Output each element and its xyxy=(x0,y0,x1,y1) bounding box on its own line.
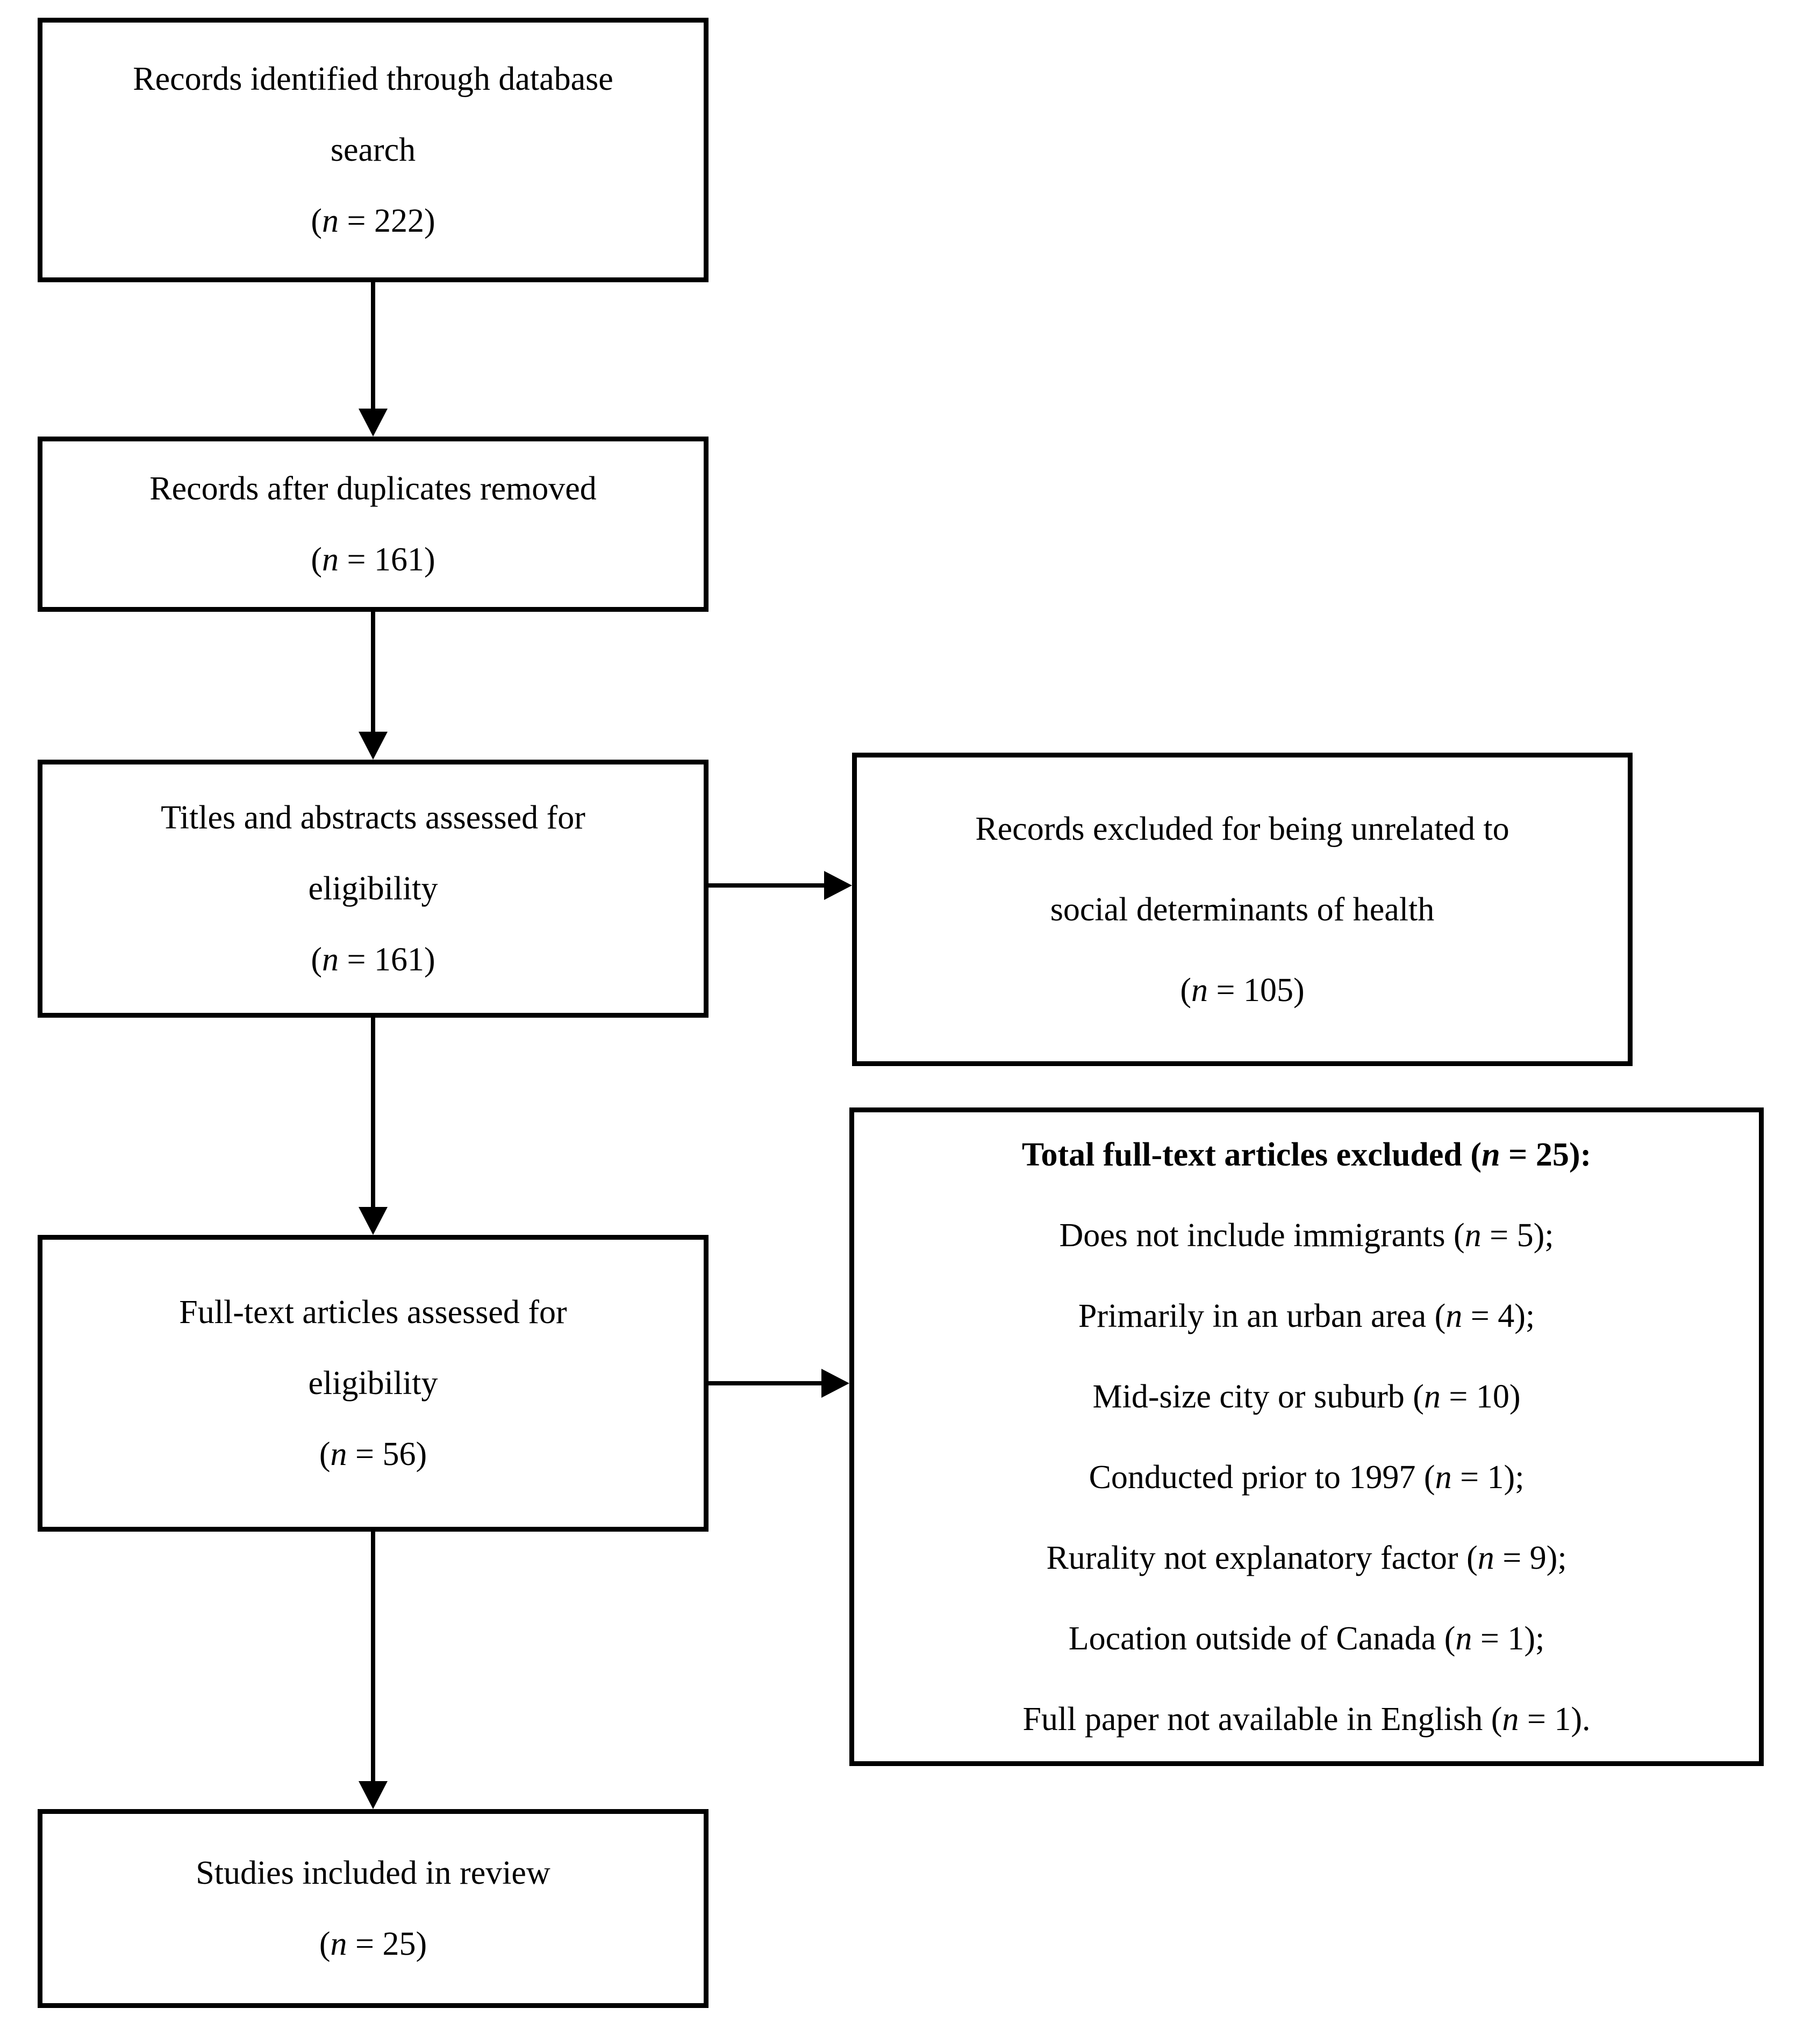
box-full-text-assessed-text: Full-text articles assessed for eligibili… xyxy=(42,1277,704,1490)
full-text-excluded-items: Does not include immigrants (n = 5); Prim… xyxy=(854,1195,1759,1760)
box-records-after-duplicates-text: Records after duplicates removed (n = 161… xyxy=(42,453,704,595)
arrow-shaft xyxy=(371,612,375,734)
text-line: Full paper not available in English (n =… xyxy=(1022,1700,1591,1738)
text-line: Mid-size city or suburb (n = 10) xyxy=(1092,1378,1521,1415)
text-line: Location outside of Canada (n = 1); xyxy=(1068,1620,1545,1657)
text-line: Records after duplicates removed xyxy=(149,470,597,507)
arrow-right-icon xyxy=(824,871,852,900)
text-line: Studies included in review xyxy=(196,1855,550,1891)
text-line: search xyxy=(330,132,416,168)
arrow-down-icon xyxy=(359,732,388,760)
box-studies-included-text: Studies included in review (n = 25) xyxy=(42,1838,704,1979)
box-full-text-assessed: Full-text articles assessed for eligibili… xyxy=(38,1235,709,1532)
arrow-right-icon xyxy=(821,1369,849,1398)
box-records-after-duplicates: Records after duplicates removed (n = 161… xyxy=(38,437,709,612)
box-studies-included: Studies included in review (n = 25) xyxy=(38,1809,709,2008)
text-line: (n = 161) xyxy=(311,941,435,978)
text-line: social determinants of health xyxy=(1050,891,1435,928)
arrow-shaft xyxy=(706,883,826,888)
arrow-down-icon xyxy=(359,1207,388,1235)
text-line: Full-text articles assessed for xyxy=(179,1294,567,1331)
text-line: (n = 56) xyxy=(319,1436,427,1473)
arrow-down-icon xyxy=(359,409,388,437)
text-line: eligibility xyxy=(308,870,438,907)
text-line: (n = 25) xyxy=(319,1926,427,1962)
text-line: Conducted prior to 1997 (n = 1); xyxy=(1089,1459,1525,1496)
text-line: Primarily in an urban area (n = 4); xyxy=(1078,1297,1535,1334)
box-records-excluded: Records excluded for being unrelated to s… xyxy=(852,753,1633,1066)
box-records-identified-text: Records identified through database searc… xyxy=(42,44,704,256)
arrow-shaft xyxy=(371,1018,375,1209)
text-line: Does not include immigrants (n = 5); xyxy=(1059,1217,1554,1254)
text-line: Records excluded for being unrelated to xyxy=(975,810,1509,847)
text-line: eligibility xyxy=(308,1365,438,1402)
text-line: (n = 161) xyxy=(311,541,435,578)
arrow-down-icon xyxy=(359,1781,388,1809)
text-line: Rurality not explanatory factor (n = 9); xyxy=(1046,1539,1567,1576)
box-titles-abstracts-assessed-text: Titles and abstracts assessed for eligibi… xyxy=(42,782,704,995)
full-text-excluded-title: Total full-text articles excluded (n = 2… xyxy=(1021,1136,1592,1173)
text-line: Titles and abstracts assessed for xyxy=(161,799,585,836)
arrow-shaft xyxy=(706,1381,824,1385)
text-line: (n = 222) xyxy=(311,203,435,239)
text-line: Records identified through database xyxy=(133,61,613,97)
box-titles-abstracts-assessed: Titles and abstracts assessed for eligibi… xyxy=(38,760,709,1018)
arrow-shaft xyxy=(371,282,375,411)
arrow-shaft xyxy=(371,1532,375,1783)
box-records-excluded-text: Records excluded for being unrelated to s… xyxy=(857,789,1628,1031)
box-full-text-excluded: Total full-text articles excluded (n = 2… xyxy=(849,1107,1764,1766)
text-line: (n = 105) xyxy=(1180,971,1305,1009)
box-full-text-excluded-text: Total full-text articles excluded (n = 2… xyxy=(854,1114,1759,1760)
box-records-identified: Records identified through database searc… xyxy=(38,18,709,282)
